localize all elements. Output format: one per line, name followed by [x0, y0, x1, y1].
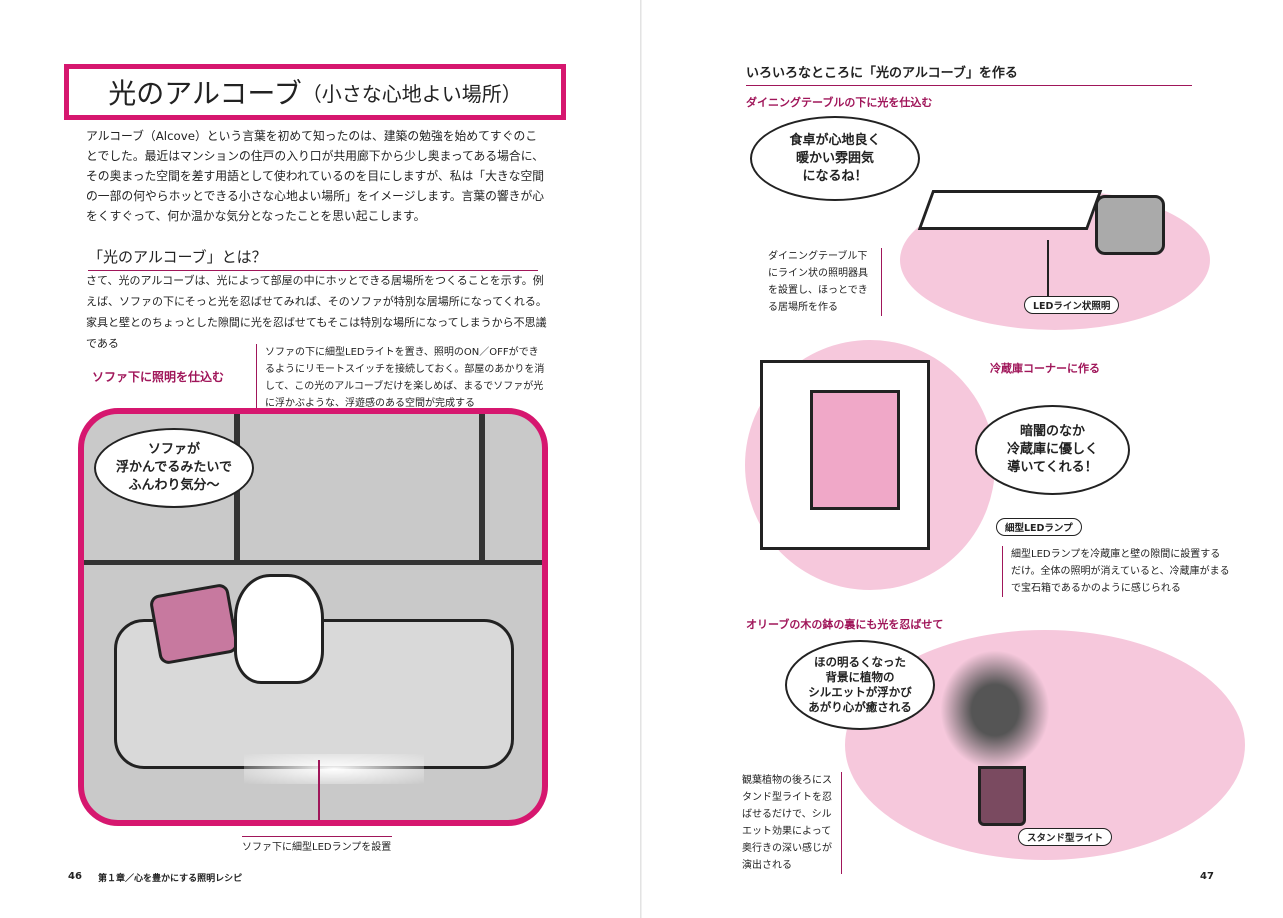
- led-glow: [244, 754, 424, 784]
- chapter-label: 第１章／心を豊かにする照明レシピ: [98, 874, 243, 884]
- fridge-caption: 細型LEDランプを冷蔵庫と壁の隙間に設置するだけ。全体の照明が消えていると、冷蔵…: [1002, 546, 1230, 597]
- cushion: [148, 582, 240, 666]
- olive-heading: オリーブの木の鉢の裏にも光を忍ばせて: [746, 618, 944, 631]
- window-sill: [84, 560, 542, 565]
- olive-tag: スタンド型ライト: [1018, 828, 1113, 846]
- section-heading: 「光のアルコーブ」とは？: [88, 246, 538, 271]
- dining-table: [917, 190, 1103, 230]
- fridge-tag: 細型LEDランプ: [996, 518, 1082, 536]
- title-main: 光のアルコーブ: [108, 77, 302, 110]
- fridge-speech-bubble: 暗闇のなか 冷蔵庫に優しく 導いてくれる！: [975, 405, 1130, 495]
- intro-paragraph: アルコーブ（Alcove）という言葉を初めて知ったのは、建築の勉強を始めてすぐの…: [86, 129, 545, 223]
- dining-speech-bubble: 食卓が心地良く 暖かい雰囲気 になるね！: [750, 116, 920, 201]
- fridge-door: [810, 390, 900, 510]
- dining-heading: ダイニングテーブルの下に光を仕込む: [746, 96, 933, 109]
- section-body: さて、光のアルコーブは、光によって部屋の中にホッとできる居場所をつくることを示す…: [86, 274, 547, 350]
- olive-caption: 観葉植物の後ろにスタンド型ライトを忍ばせるだけで、シルエット効果によって奥行きの…: [742, 772, 842, 874]
- olive-tree: [940, 650, 1050, 770]
- page-title: 光のアルコーブ（小さな心地よい場所）: [64, 64, 566, 120]
- sofa-heading: ソファ下に照明を仕込む: [92, 370, 225, 384]
- window-frame-right: [479, 414, 485, 564]
- page-number-right: 47: [1200, 871, 1214, 882]
- label-line: [318, 760, 320, 820]
- dining-caption: ダイニングテーブル下にライン状の照明器具を設置し、ほっとできる居場所を作る: [768, 248, 882, 316]
- sofa-caption: ソファの下に細型LEDライトを置き、照明のON／OFFができるようにリモートスイ…: [256, 344, 546, 412]
- page-gutter: [640, 0, 642, 918]
- title-sub: （小さな心地よい場所）: [301, 81, 522, 106]
- fridge-heading: 冷蔵庫コーナーに作る: [990, 362, 1100, 375]
- tag-line: [1047, 240, 1049, 298]
- page-number-left: 46: [68, 871, 82, 882]
- sofa-illustration: ソファが 浮かんでるみたいで ふんわり気分〜: [78, 408, 548, 826]
- chair: [1095, 195, 1165, 255]
- cat-character: [234, 574, 324, 684]
- sofa-label: ソファ下に細型LEDランプを設置: [242, 836, 392, 856]
- right-header: いろいろなところに「光のアルコーブ」を作る: [746, 62, 1192, 86]
- olive-speech-bubble: ほの明るくなった 背景に植物の シルエットが浮かび あがり心が癒される: [785, 640, 935, 730]
- plant-pot: [978, 766, 1026, 826]
- dining-tag: LEDライン状照明: [1024, 296, 1120, 314]
- sofa-speech-bubble: ソファが 浮かんでるみたいで ふんわり気分〜: [94, 428, 254, 508]
